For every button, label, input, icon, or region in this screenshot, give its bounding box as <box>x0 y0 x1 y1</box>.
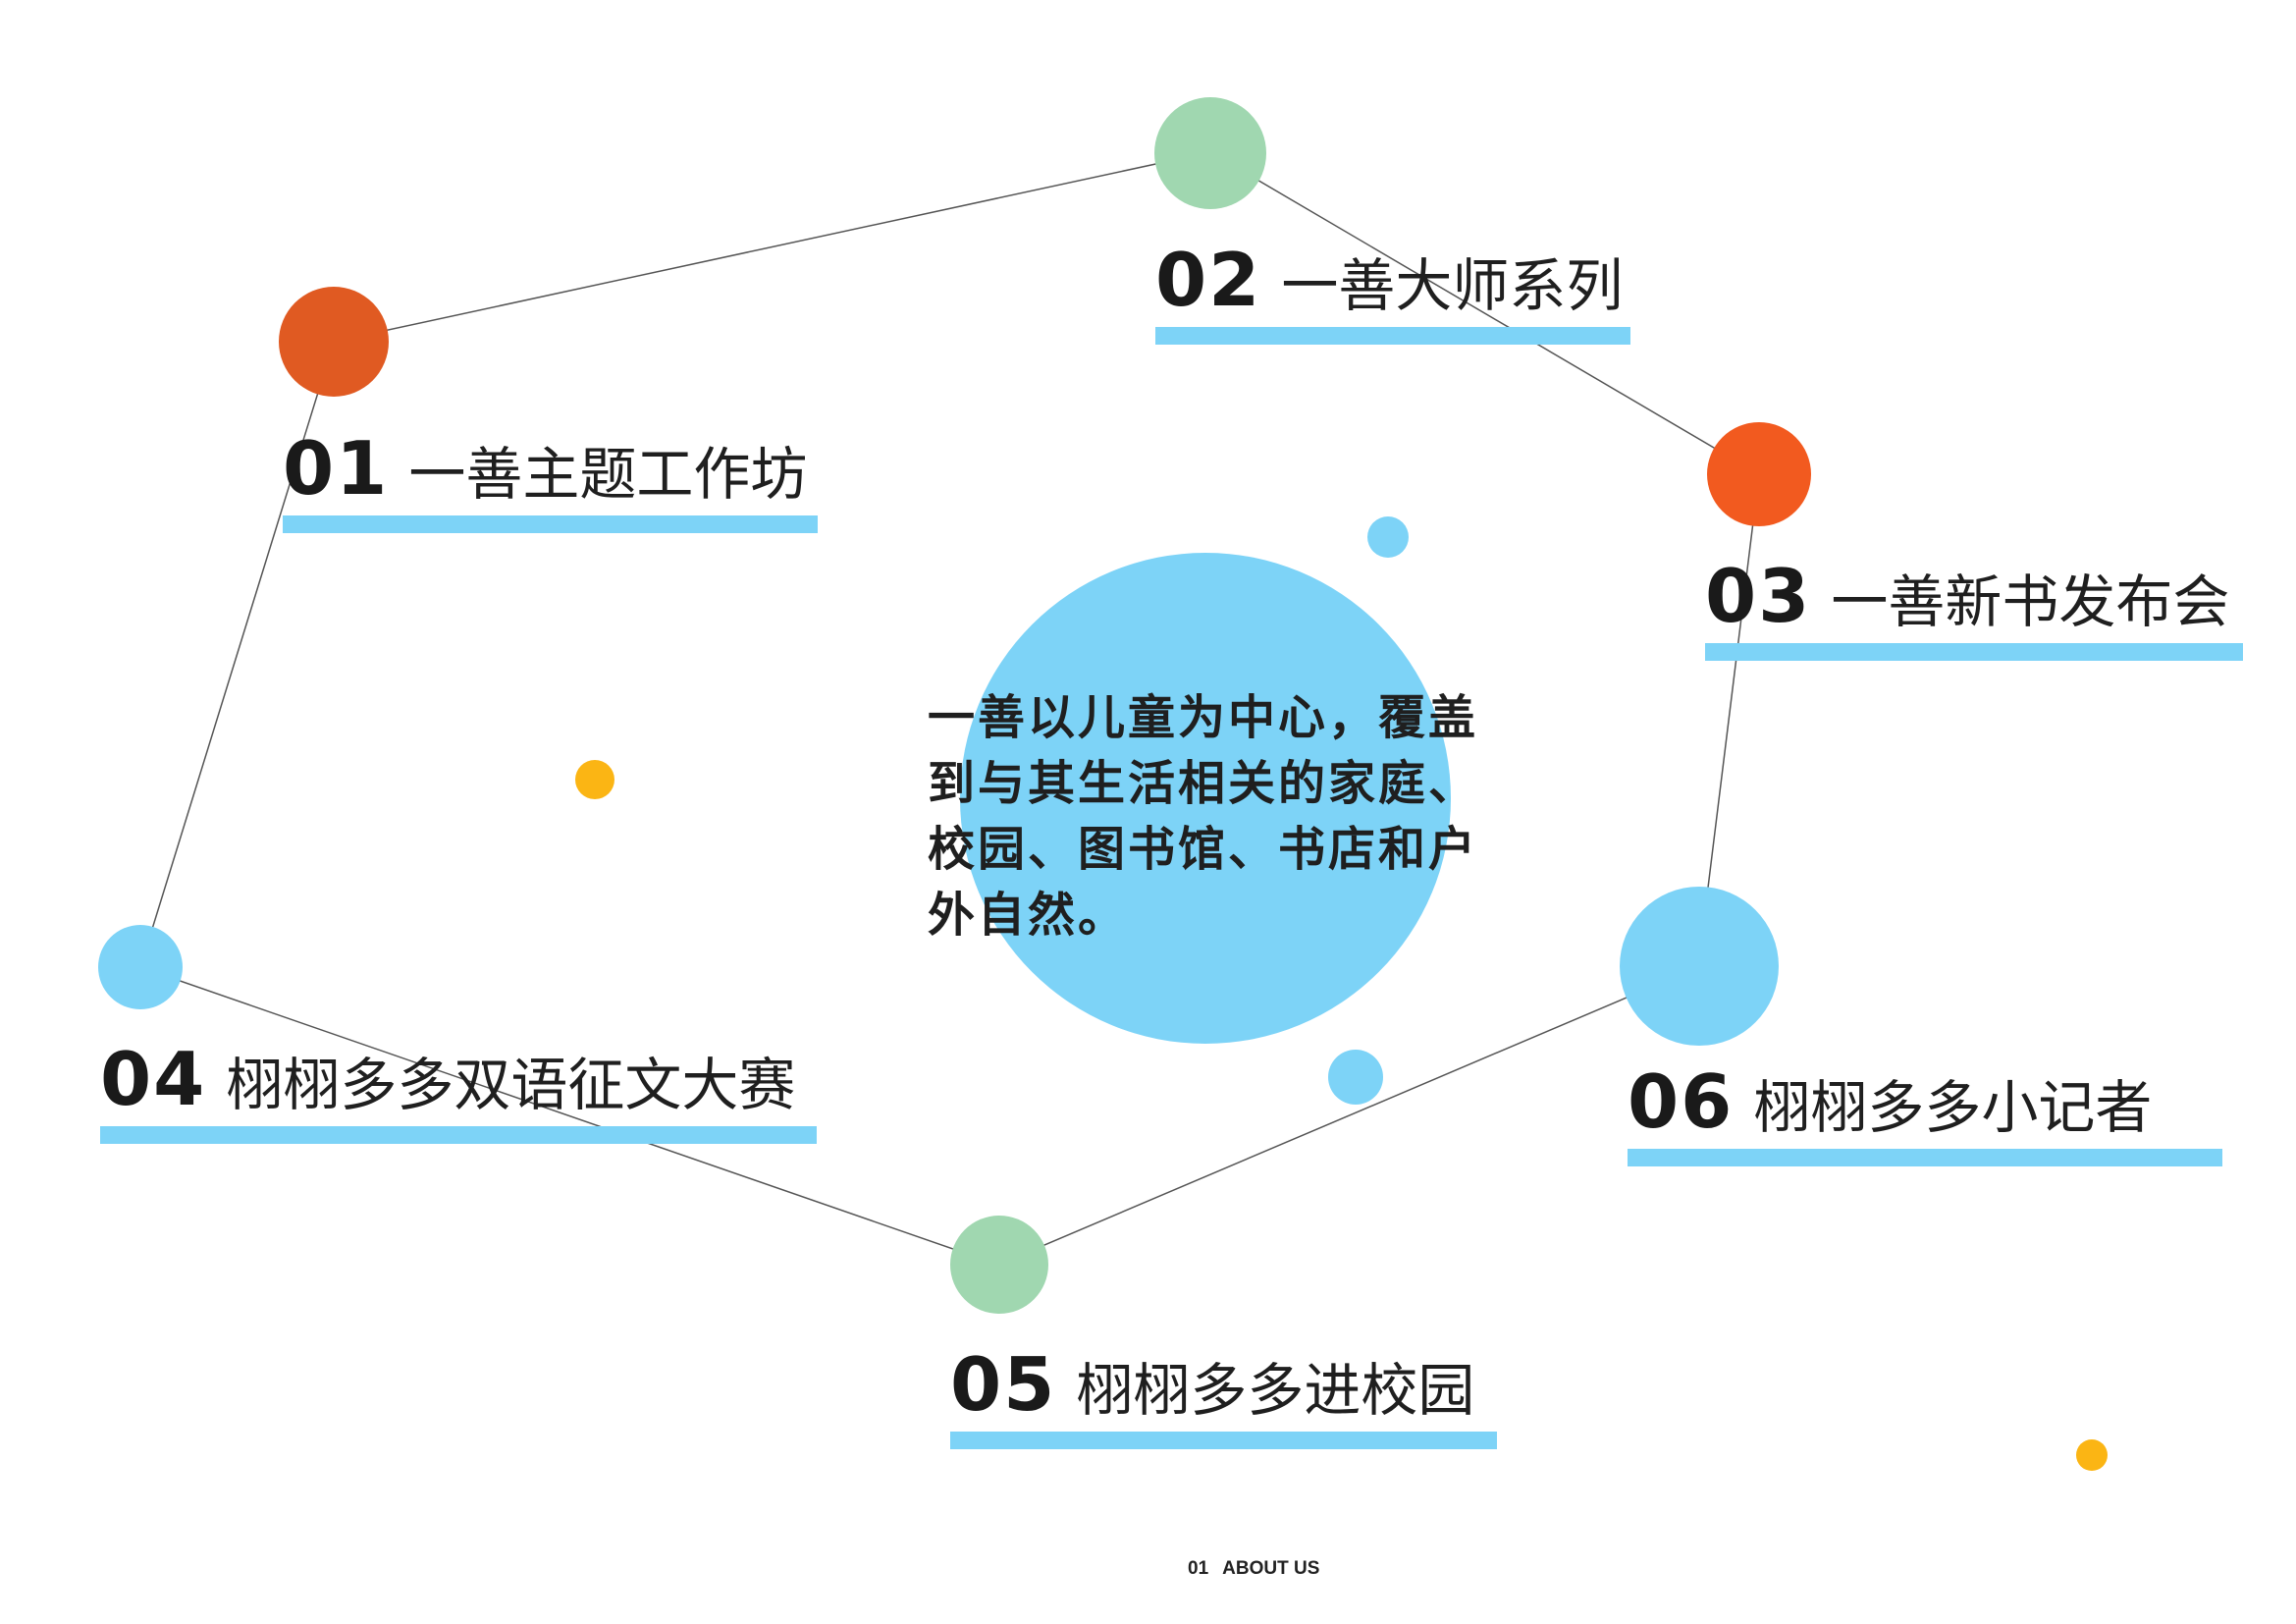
item-title: 栩栩多多小记者 <box>1753 1074 2153 1141</box>
item-underline <box>950 1432 1497 1449</box>
item-title: 一善大师系列 <box>1281 252 1624 319</box>
item-underline <box>100 1126 817 1144</box>
page-number: 01 <box>1188 1558 1209 1579</box>
item-01: 01 一善主题工作坊 <box>283 432 818 533</box>
item-underline <box>1155 327 1630 345</box>
node-03-circle <box>1707 422 1811 526</box>
item-03: 03 一善新书发布会 <box>1705 560 2243 661</box>
item-02: 02 一善大师系列 <box>1155 244 1630 345</box>
item-number: 06 <box>1628 1058 1735 1145</box>
node-02-circle <box>1154 97 1266 209</box>
item-number: 03 <box>1705 553 1812 639</box>
item-underline <box>1705 643 2243 661</box>
small-blue-dot-top <box>1367 516 1409 558</box>
section-name: ABOUT US <box>1222 1558 1320 1579</box>
node-06-circle <box>1620 887 1779 1046</box>
center-blue-circle <box>960 553 1451 1044</box>
item-number: 02 <box>1155 237 1262 323</box>
node-04-circle <box>98 925 183 1009</box>
item-title: 一善主题工作坊 <box>408 441 808 508</box>
yellow-dot-right <box>2076 1439 2108 1471</box>
node-05-circle <box>950 1216 1048 1314</box>
item-04: 04 栩栩多多双语征文大赛 <box>100 1043 817 1144</box>
item-number: 01 <box>283 425 390 512</box>
page-footer: 01 ABOUT US <box>1188 1558 1319 1580</box>
item-title: 栩栩多多进校园 <box>1076 1357 1475 1424</box>
item-number: 05 <box>950 1341 1057 1428</box>
small-blue-dot-bottom <box>1328 1050 1383 1105</box>
item-05: 05 栩栩多多进校园 <box>950 1348 1497 1449</box>
item-title: 栩栩多多双语征文大赛 <box>226 1052 796 1118</box>
item-number: 04 <box>100 1036 207 1122</box>
yellow-dot-left <box>575 760 614 799</box>
item-underline <box>283 515 818 533</box>
center-description: 一善以儿童为中心，覆盖到与其生活相关的家庭、校园、图书馆、书店和户外自然。 <box>928 690 1479 943</box>
item-title: 一善新书发布会 <box>1831 568 2230 635</box>
item-underline <box>1628 1149 2222 1166</box>
item-06: 06 栩栩多多小记者 <box>1628 1065 2222 1166</box>
node-01-circle <box>279 287 389 397</box>
